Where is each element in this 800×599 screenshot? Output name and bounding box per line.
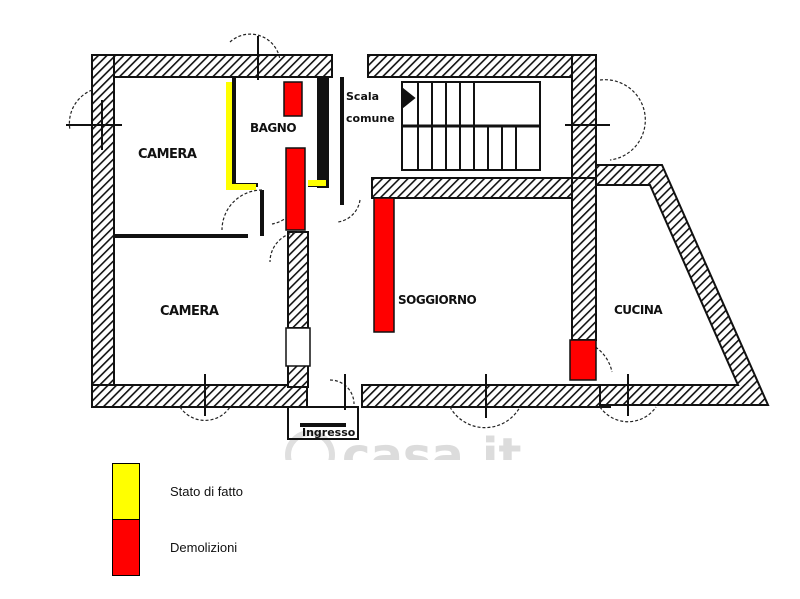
window-marks [66, 36, 629, 418]
legend-item-demolizioni: Demolizioni [112, 519, 237, 576]
floor-plan: casa.it [66, 33, 770, 460]
exterior-walls [91, 54, 770, 408]
svg-text:casa.it: casa.it [342, 428, 521, 460]
room-label-scala-sub: comune [346, 112, 395, 125]
legend-label: Demolizioni [170, 540, 238, 555]
room-label-cucina: CUCINA [614, 303, 663, 317]
door-swings [68, 33, 657, 429]
legend-label: Stato di fatto [170, 484, 243, 499]
room-label-camera-bottom: CAMERA [160, 304, 219, 319]
doorway-opening [285, 327, 311, 367]
staircase [401, 81, 541, 171]
room-label-scala: Scala [346, 90, 379, 103]
legend-swatch-yellow [112, 463, 140, 520]
legend-swatch-red [112, 519, 140, 576]
room-label-soggiorno: SOGGIORNO [398, 293, 476, 307]
legend-item-stato-di-fatto: Stato di fatto [112, 463, 243, 520]
stato-di-fatto-wall [226, 82, 256, 190]
watermark: casa.it [285, 428, 521, 460]
entrance-step [287, 406, 359, 440]
room-label-camera-top: CAMERA [138, 147, 197, 162]
room-label-bagno: BAGNO [250, 121, 296, 135]
demolition-marks [283, 81, 597, 381]
room-label-ingresso: Ingresso [302, 426, 356, 439]
